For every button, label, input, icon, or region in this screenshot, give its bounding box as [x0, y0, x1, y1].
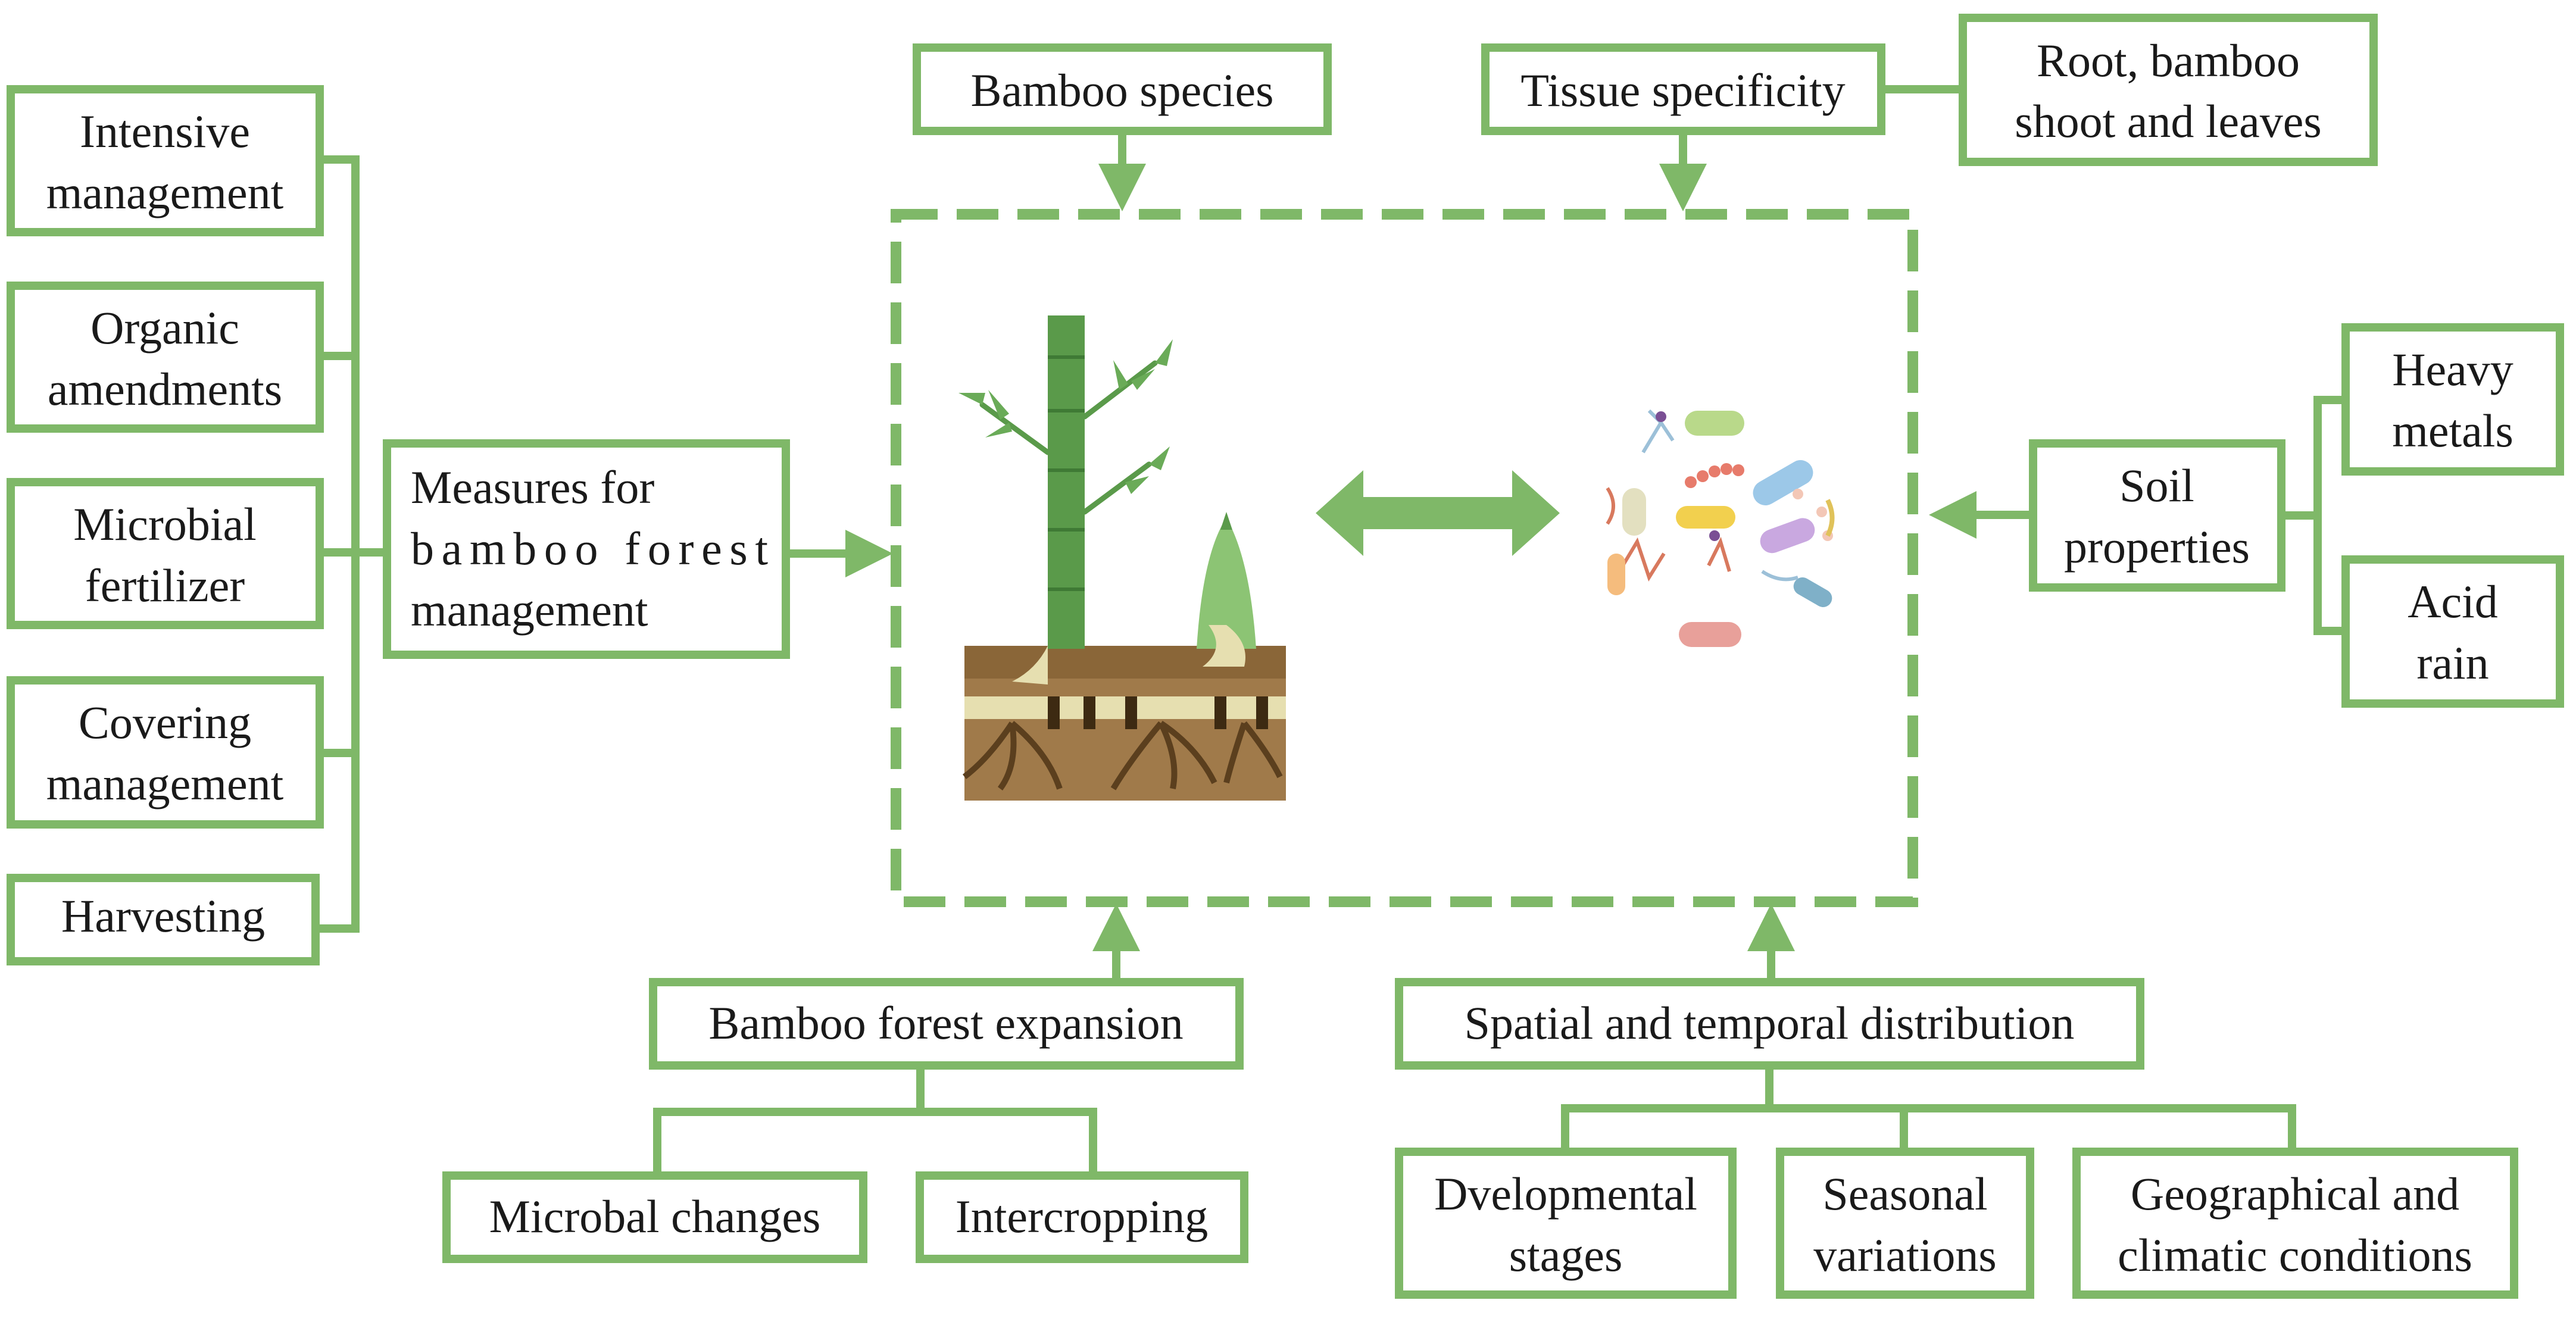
right-bracket	[2281, 396, 2346, 635]
soil-properties-line-1: Soil	[2119, 460, 2194, 511]
bamboo-species-label: Bamboo species	[970, 64, 1273, 116]
arrow-left	[1929, 491, 1977, 539]
soil-properties-node: Soil properties	[2029, 439, 2285, 592]
acid-rain-line-1: Acid	[2408, 576, 2498, 627]
arrow-up	[1747, 904, 1795, 951]
covering-management-line-2: management	[46, 758, 284, 810]
organic-amendments-line-2: amendments	[48, 363, 282, 415]
spatial-temporal-distribution-node: Spatial and temporal distribution	[1395, 978, 2144, 1070]
root-shoot-leaves-line-2: shoot and leaves	[2015, 95, 2322, 147]
covering-management-node: Covering management	[7, 676, 324, 829]
bamboo-species-node: Bamboo species	[913, 43, 1332, 135]
bamboo-plant-illustration	[958, 315, 1286, 801]
spatial-temporal-distribution-label: Spatial and temporal distribution	[1465, 997, 2075, 1049]
microbial-fertilizer-line-1: Microbial	[73, 498, 257, 550]
tissue-specificity-label: Tissue specificity	[1520, 64, 1845, 116]
arrow-up	[1092, 904, 1140, 951]
microbal-changes-label: Microbal changes	[489, 1190, 821, 1242]
heavy-metals-line-2: metals	[2392, 405, 2513, 457]
bamboo-forest-expansion-node: Bamboo forest expansion	[649, 978, 1244, 1070]
seasonal-variations-node: Seasonal variations	[1776, 1148, 2034, 1299]
expansion-bracket	[653, 1065, 1097, 1176]
developmental-stages-node: Dvelopmental stages	[1395, 1148, 1737, 1299]
distribution-bracket	[1561, 1065, 2296, 1152]
geographical-conditions-line-2: climatic conditions	[2118, 1229, 2472, 1281]
microbial-fertilizer-line-2: fertilizer	[85, 560, 245, 611]
seasonal-variations-line-1: Seasonal	[1822, 1168, 1987, 1220]
microbe-cluster-illustration	[1606, 409, 1835, 647]
arrow-down	[1098, 164, 1146, 211]
tissue-specificity-node: Tissue specificity	[1481, 43, 1885, 135]
microbal-changes-node: Microbal changes	[442, 1171, 867, 1263]
left-bracket	[316, 155, 387, 933]
root-shoot-leaves-node: Root, bamboo shoot and leaves	[1959, 14, 2378, 166]
heavy-metals-node: Heavy metals	[2341, 323, 2564, 476]
acid-rain-node: Acid rain	[2341, 555, 2564, 708]
central-dashed-frame	[891, 209, 1918, 907]
harvesting-label: Harvesting	[61, 890, 265, 942]
measures-node: Measures for bamboo forest management	[383, 439, 790, 659]
measures-line-1: Measures for	[411, 461, 654, 513]
intensive-management-node: Intensive management	[7, 85, 324, 236]
developmental-stages-line-1: Dvelopmental	[1434, 1168, 1697, 1220]
intensive-management-line-1: Intensive	[80, 105, 250, 157]
geographical-conditions-line-1: Geographical and	[2131, 1168, 2459, 1220]
seasonal-variations-line-2: variations	[1813, 1229, 1997, 1281]
developmental-stages-line-2: stages	[1509, 1229, 1623, 1281]
acid-rain-line-2: rain	[2416, 637, 2488, 689]
microbial-fertilizer-node: Microbial fertilizer	[7, 478, 324, 629]
measures-line-3: management	[411, 584, 648, 636]
soil-properties-line-2: properties	[2064, 521, 2250, 573]
measures-line-2: bamboo forest	[411, 523, 768, 574]
heavy-metals-line-1: Heavy	[2392, 343, 2513, 395]
organic-amendments-node: Organic amendments	[7, 282, 324, 433]
double-arrow-icon	[1316, 470, 1560, 556]
harvesting-node: Harvesting	[7, 874, 320, 965]
covering-management-line-1: Covering	[79, 696, 251, 748]
bamboo-forest-expansion-label: Bamboo forest expansion	[708, 997, 1183, 1049]
geographical-conditions-node: Geographical and climatic conditions	[2072, 1148, 2518, 1299]
root-shoot-leaves-line-1: Root, bamboo	[2037, 35, 2300, 86]
arrow-right	[845, 530, 893, 577]
intercropping-label: Intercropping	[956, 1190, 1209, 1242]
intercropping-node: Intercropping	[916, 1171, 1248, 1263]
organic-amendments-line-1: Organic	[90, 302, 239, 354]
intensive-management-line-2: management	[46, 167, 284, 218]
arrow-down	[1659, 164, 1707, 211]
